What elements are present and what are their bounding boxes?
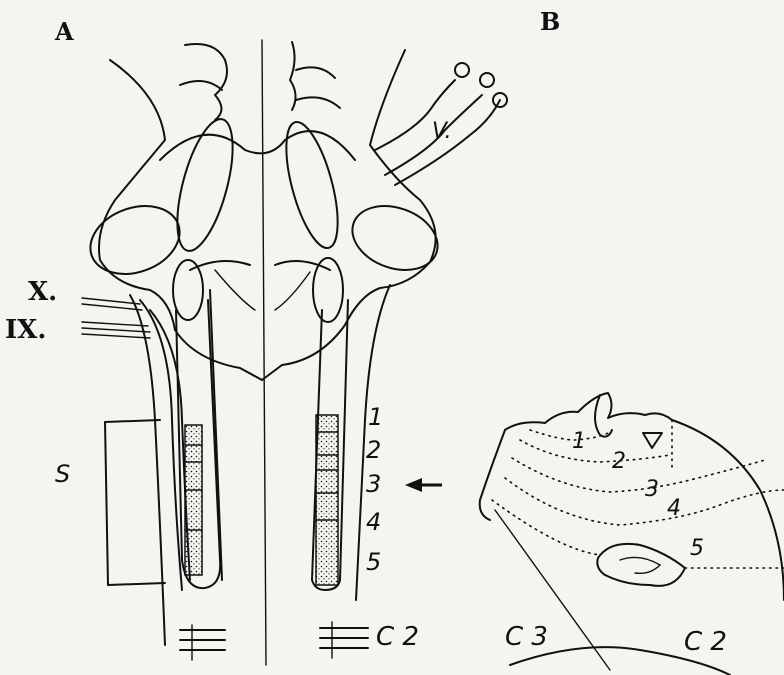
segment-number: 3	[366, 470, 381, 498]
segment-number: 4	[366, 508, 381, 536]
panel-a-label: A	[54, 17, 74, 46]
zone-number-list: 1 2 3 4 5	[572, 429, 704, 561]
segment-number: 1	[368, 403, 383, 431]
zone-number: 4	[667, 496, 681, 521]
zone-number: 3	[645, 477, 659, 502]
cranial-nerves-x-ix: X. IX.	[5, 277, 150, 345]
segment-number-list: 1 2 3 4 5	[366, 403, 383, 576]
nerve-x-label: X.	[28, 277, 57, 307]
panel-b-label: B	[540, 7, 560, 36]
cervical-c2-label-a: C 2	[376, 622, 419, 652]
cervical-c2-label-b: C 2	[684, 627, 727, 657]
zone-number: 2	[612, 449, 626, 474]
brainstem-outline	[81, 40, 447, 665]
trigeminal-nerve: V.	[375, 63, 507, 185]
s-box: S	[55, 420, 165, 585]
zone-number: 1	[572, 429, 586, 454]
zone-number: 5	[690, 536, 704, 561]
segment-number: 5	[366, 548, 381, 576]
pointer-arrow-icon	[405, 478, 442, 492]
cervical-c3-label: C 3	[505, 622, 548, 652]
left-spinal-tract	[130, 260, 225, 660]
nerve-v-label: V.	[432, 119, 452, 144]
s-label: S	[55, 460, 70, 488]
nerve-ix-label: IX.	[5, 315, 46, 345]
segment-number: 2	[366, 436, 381, 464]
